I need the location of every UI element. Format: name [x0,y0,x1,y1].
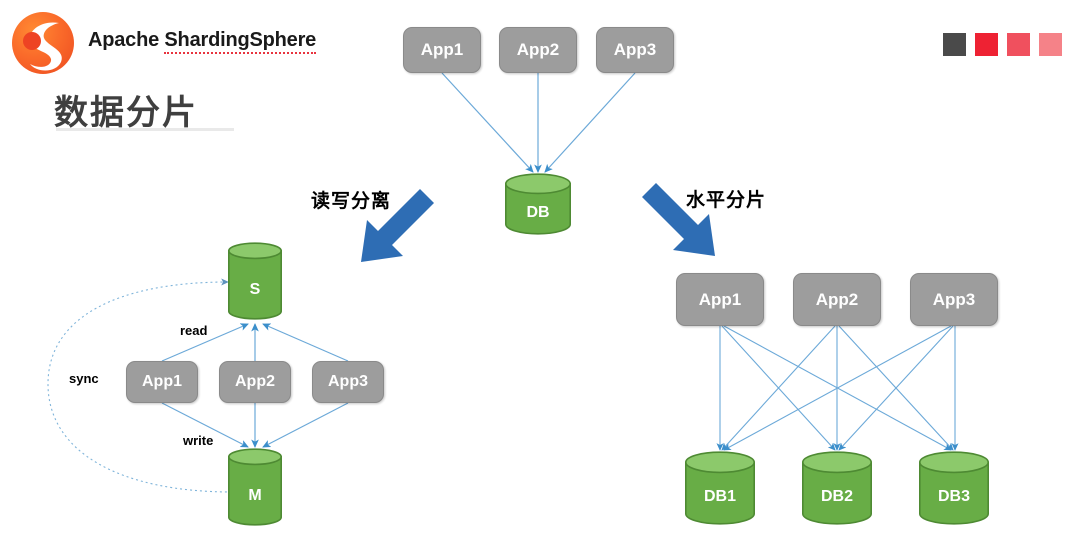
app-box-label: App3 [613,40,657,59]
brand-title-prefix: Apache [88,29,165,51]
left-app-box-app1[interactable]: App1 [126,361,198,403]
right-app-box-app1[interactable]: App1 [676,273,764,326]
shard-cylinder-db2[interactable]: DB2 [801,451,873,525]
master-cylinder-m[interactable]: M [227,448,283,526]
slave-cylinder-s[interactable]: S [227,242,283,320]
horizontal-sharding-title: 水平分片 [686,190,767,211]
app-box-label: App2 [516,40,560,59]
brand-title: Apache ShardingSphere [88,29,316,54]
cylinder-shape [227,242,283,320]
cylinder-shape [801,451,873,525]
swatch-red-medium [1007,33,1030,56]
top-database-cylinder-db[interactable]: DB [504,173,572,235]
shardingsphere-logo-icon [6,6,80,80]
sync-label: sync [69,371,99,386]
color-swatch-strip [943,33,1062,56]
read-label: read [180,323,208,338]
app-box-label: App2 [815,289,859,309]
swatch-dark-gray [943,33,966,56]
cylinder-shape [504,173,572,235]
app-box-label: App1 [142,373,182,390]
app-box-label: App1 [420,40,464,59]
app-box-label: App2 [235,373,275,390]
top-app-box-app1[interactable]: App1 [403,27,481,73]
left-app-box-app2[interactable]: App2 [219,361,291,403]
app-box-label: App3 [328,373,368,390]
swatch-red [975,33,998,56]
app-box-label: App3 [932,289,976,309]
left-app-box-app3[interactable]: App3 [312,361,384,403]
right-app-box-app2[interactable]: App2 [793,273,881,326]
brand-title-suffix: ShardingSphere [164,29,316,54]
app-box-label: App1 [698,289,742,309]
page-title: 数据分片 [54,94,198,132]
shard-cylinder-db1[interactable]: DB1 [684,451,756,525]
write-label: write [183,433,214,448]
cylinder-shape [684,451,756,525]
top-app-box-app3[interactable]: App3 [596,27,674,73]
cylinder-shape [918,451,990,525]
read-write-split-title: 读写分离 [311,191,392,212]
shard-cylinder-db3[interactable]: DB3 [918,451,990,525]
cylinder-shape [227,448,283,526]
page-title-underline [56,128,234,131]
swatch-red-light [1039,33,1062,56]
top-app-box-app2[interactable]: App2 [499,27,577,73]
right-app-box-app3[interactable]: App3 [910,273,998,326]
